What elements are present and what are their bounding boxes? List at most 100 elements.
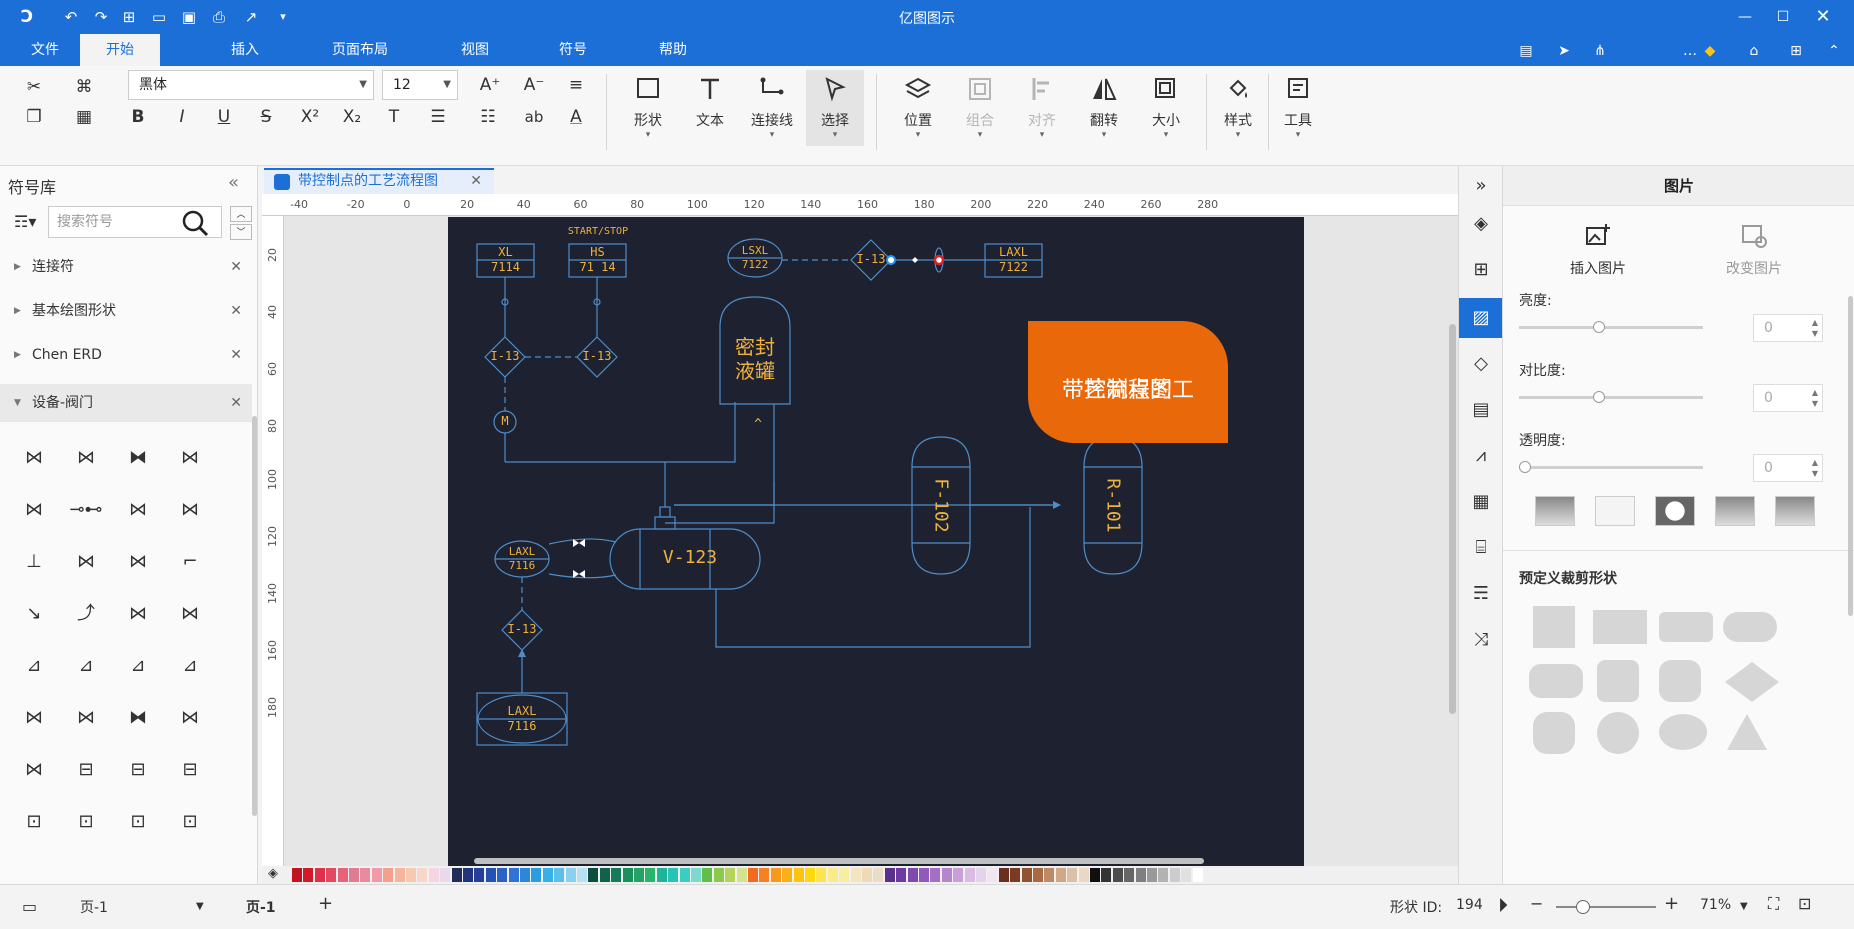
comment-icon[interactable]: ▤	[1519, 43, 1533, 59]
color-swatch[interactable]	[1067, 868, 1078, 882]
color-swatch[interactable]	[611, 868, 622, 882]
color-swatch[interactable]	[907, 868, 918, 882]
decrease-font-icon[interactable]: A⁻	[523, 75, 545, 95]
format-painter-icon[interactable]: ⌘	[75, 77, 93, 97]
color-swatch[interactable]	[577, 868, 587, 882]
valve-symbol[interactable]: ⊡	[78, 811, 94, 832]
expand-panel-icon[interactable]: »	[1475, 175, 1487, 196]
color-swatch[interactable]	[656, 868, 667, 882]
vip-diamond-icon[interactable]: ◆	[1704, 43, 1716, 59]
minimize-button[interactable]: —	[1738, 9, 1752, 25]
valve-symbol[interactable]: ⊡	[182, 811, 198, 832]
color-swatch[interactable]	[1124, 868, 1135, 882]
color-swatch[interactable]	[759, 868, 770, 882]
color-swatch[interactable]	[736, 868, 747, 882]
apps-icon[interactable]: ⊞	[1790, 43, 1802, 59]
color-swatch[interactable]	[896, 868, 907, 882]
valve-symbol[interactable]: ⋈	[129, 603, 147, 624]
fill-bucket-icon[interactable]: ◈	[268, 866, 278, 881]
color-swatch[interactable]	[1021, 868, 1032, 882]
color-swatch[interactable]	[326, 868, 337, 882]
valve-symbol[interactable]: ⧓	[129, 707, 147, 728]
collapse-ribbon-icon[interactable]: ⌃	[1828, 43, 1840, 59]
color-swatch[interactable]	[440, 868, 451, 882]
close-library-icon[interactable]: ✕	[230, 347, 242, 363]
play-icon[interactable]: ⏵	[1498, 893, 1508, 917]
bold-icon[interactable]: B	[131, 107, 145, 127]
text-highlight-icon[interactable]: ab	[524, 108, 544, 126]
brightness-input[interactable]: 0 ▲ ▼	[1753, 314, 1823, 342]
layout-grid-icon[interactable]: ⊞	[1473, 259, 1489, 280]
table-icon[interactable]: ▦	[1472, 491, 1490, 512]
customize-quickbar-icon[interactable]: ▾	[280, 10, 286, 23]
valve-symbol[interactable]: ⊿	[130, 655, 146, 676]
export-icon[interactable]: ↗	[244, 8, 258, 26]
text-case-icon[interactable]: T	[388, 107, 400, 127]
color-swatch[interactable]	[713, 868, 724, 882]
org-chart-icon[interactable]: ⌸	[1475, 537, 1487, 558]
color-swatch[interactable]	[314, 868, 325, 882]
image-effect-4[interactable]	[1715, 496, 1755, 526]
color-swatch[interactable]	[691, 868, 701, 882]
color-swatch[interactable]	[599, 868, 610, 882]
crop-octagon-wide[interactable]	[1529, 664, 1583, 698]
color-swatch[interactable]	[337, 868, 348, 882]
left-panel-scrollbar[interactable]	[252, 416, 257, 816]
change-image-button[interactable]: 改变图片	[1699, 222, 1809, 278]
crop-diamond[interactable]	[1725, 662, 1779, 702]
color-swatch[interactable]	[1192, 868, 1203, 882]
brightness-slider[interactable]	[1519, 321, 1703, 333]
tab-insert[interactable]: 插入	[231, 42, 259, 58]
color-swatch[interactable]	[417, 868, 428, 882]
color-swatch[interactable]	[451, 868, 462, 882]
tab-home[interactable]: 开始	[80, 34, 160, 66]
color-swatch[interactable]	[463, 868, 473, 882]
valve-symbol[interactable]: ⊿	[182, 655, 198, 676]
crop-pill[interactable]	[1723, 612, 1777, 642]
vertical-scrollbar[interactable]	[1449, 324, 1456, 714]
valve-symbol[interactable]: ⋈	[181, 499, 199, 520]
color-swatch[interactable]	[862, 868, 872, 882]
color-swatch[interactable]	[805, 868, 815, 882]
color-swatch[interactable]	[508, 868, 519, 882]
document-tab[interactable]: 带控制点的工艺流程图 ✕	[264, 168, 494, 194]
color-swatch[interactable]	[1044, 868, 1055, 882]
insert-image-button[interactable]: 插入图片	[1543, 222, 1653, 278]
fit-width-icon[interactable]: ⊡	[1798, 894, 1812, 913]
line-spacing-icon[interactable]: ☰	[430, 107, 446, 127]
size-button[interactable]: 大小 ▾	[1138, 70, 1194, 146]
right-panel-scrollbar[interactable]	[1848, 296, 1853, 616]
crop-octagon[interactable]	[1659, 660, 1701, 702]
color-swatch[interactable]	[622, 868, 633, 882]
close-window-button[interactable]: ✕	[1815, 6, 1831, 27]
presentation-icon[interactable]: ☴	[1472, 583, 1490, 604]
tools-button[interactable]: 工具 ▾	[1270, 70, 1326, 146]
maximize-button[interactable]: ☐	[1776, 9, 1790, 25]
color-swatch[interactable]	[428, 868, 439, 882]
font-color-icon[interactable]: A	[570, 107, 582, 127]
valve-symbol[interactable]: ⊟	[182, 759, 198, 780]
process-flow-diagram[interactable]	[448, 217, 1304, 884]
save-icon[interactable]: ▣	[181, 8, 197, 26]
spin-up-icon[interactable]: ▲	[1811, 388, 1818, 397]
valve-symbol[interactable]: ⋈	[77, 447, 95, 468]
color-swatch[interactable]	[406, 868, 416, 882]
paste-icon[interactable]: ▦	[75, 107, 93, 127]
color-swatch[interactable]	[748, 868, 758, 882]
image-effect-3[interactable]	[1655, 496, 1695, 526]
search-icon[interactable]	[180, 208, 210, 238]
valve-symbol[interactable]: ⋈	[25, 499, 43, 520]
font-family-select[interactable]: 黑体 ▼	[128, 70, 374, 100]
color-swatch[interactable]	[588, 868, 599, 882]
transparency-slider[interactable]	[1519, 461, 1703, 473]
color-swatch[interactable]	[497, 868, 508, 882]
color-swatch[interactable]	[303, 868, 314, 882]
color-swatch[interactable]	[976, 868, 986, 882]
valve-symbol[interactable]: ⧓	[129, 447, 147, 468]
underline-icon[interactable]: U	[217, 107, 231, 127]
color-swatch[interactable]	[1033, 868, 1043, 882]
library-equipment-valves[interactable]: ▼ 设备-阀门 ✕	[0, 384, 252, 422]
tab-help[interactable]: 帮助	[659, 42, 687, 58]
subscript-icon[interactable]: X₂	[342, 107, 362, 127]
